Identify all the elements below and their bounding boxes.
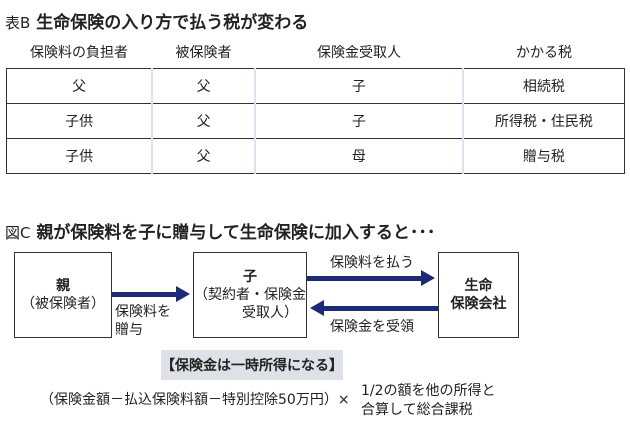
table-b-title-text: 生命保険の入り方で払う税が変わる	[36, 13, 309, 33]
cell-tax: 相続税	[461, 68, 625, 104]
gift-label-line1: 保険料を	[115, 304, 171, 320]
figure-c-title: 図C 親が保険料を子に贈与して生命保険に加入すると･･･	[5, 218, 435, 243]
cell-payer: 父	[6, 68, 154, 104]
cell-tax: 所得税・住民税	[461, 103, 625, 139]
formula-note-line1: 1/2の額を他の所得と	[361, 383, 496, 399]
child-role-line2: 受取人）	[242, 305, 298, 321]
cell-tax: 贈与税	[461, 138, 625, 174]
cell-payer: 子供	[6, 103, 154, 139]
receive-label: 保険金を受領	[330, 319, 414, 335]
receive-arrow-head-icon	[310, 300, 324, 316]
cell-beneficiary: 子	[254, 68, 464, 104]
child-box: 子 （契約者・保険金 受取人）	[193, 252, 307, 338]
parent-box: 親 （被保険者）	[14, 252, 112, 338]
cell-insured: 父	[151, 138, 257, 174]
cell-beneficiary: 子	[254, 103, 464, 139]
child-role-line1: （契約者・保険金	[194, 287, 306, 303]
gift-label-line2: 贈与	[115, 322, 143, 338]
company-line2: 保険会社	[450, 296, 507, 312]
parent-name: 親	[56, 278, 70, 294]
receive-arrow	[323, 306, 438, 311]
figure-c-title-text: 親が保険料を子に贈与して生命保険に加入すると･･･	[36, 223, 436, 243]
header-premium-payer: 保険料の負担者	[30, 45, 128, 61]
company-line1: 生命	[464, 278, 493, 294]
formula: （保険金額－払込保険料額－特別控除50万円）×	[40, 392, 350, 408]
pay-arrow-head-icon	[421, 270, 435, 286]
header-insured: 被保険者	[175, 45, 232, 61]
cell-beneficiary: 母	[254, 138, 464, 174]
parent-role: （被保険者）	[21, 296, 105, 312]
table-row: 子供 父 子 所得税・住民税	[6, 103, 625, 139]
child-name: 子	[243, 269, 257, 285]
formula-note: 1/2の額を他の所得と 合算して総合課税	[361, 382, 496, 420]
header-beneficiary: 保険金受取人	[317, 45, 401, 61]
header-tax: かかる税	[516, 45, 572, 61]
pay-arrow	[307, 276, 422, 281]
table-row: 子供 父 母 贈与税	[6, 138, 625, 174]
cell-payer: 子供	[6, 138, 154, 174]
table-row: 父 父 子 相続税	[6, 68, 625, 104]
gift-arrow-head-icon	[176, 286, 190, 302]
cell-insured: 父	[151, 68, 257, 104]
cell-insured: 父	[151, 103, 257, 139]
formula-note-line2: 合算して総合課税	[361, 402, 473, 418]
figure-c-prefix: 図C	[5, 224, 31, 242]
table-b-prefix: 表B	[5, 14, 31, 32]
pay-label: 保険料を払う	[330, 255, 414, 271]
table-b-title: 表B 生命保険の入り方で払う税が変わる	[5, 8, 308, 33]
insurance-company-box: 生命 保険会社	[438, 252, 519, 338]
tax-table: 父 父 子 相続税 子供 父 子 所得税・住民税 子供 父 母 贈与税	[6, 68, 625, 174]
gift-label: 保険料を 贈与	[115, 303, 171, 339]
highlight-label: 【保険金は一時所得になる】	[161, 350, 343, 380]
gift-arrow	[111, 292, 177, 297]
